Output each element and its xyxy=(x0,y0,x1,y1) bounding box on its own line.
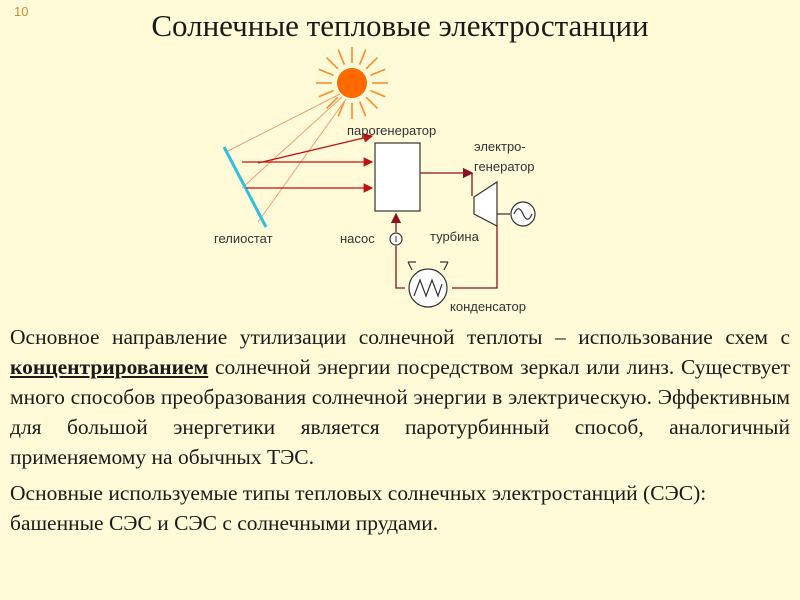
label-condenser: конденсатор xyxy=(450,299,526,314)
turbine xyxy=(473,180,498,227)
sun-ray xyxy=(337,101,346,117)
slide-title: Солнечные тепловые электростанции xyxy=(151,8,649,43)
reflected-beams xyxy=(242,133,374,193)
label-generator-line1: электро- xyxy=(474,139,526,154)
para1-emphasis: концентрированием xyxy=(10,355,209,379)
electric-generator-icon xyxy=(510,201,536,227)
paragraph-main: Основное направление утилизации солнечно… xyxy=(10,322,790,472)
sun-ray xyxy=(365,56,379,70)
pipes xyxy=(390,167,498,289)
sun-ray xyxy=(370,68,386,77)
sun-icon xyxy=(316,47,388,119)
pump-icon xyxy=(389,232,403,246)
heliostat-mirror xyxy=(222,146,268,228)
incident-sun-rays xyxy=(225,93,347,223)
sun-ray xyxy=(325,56,339,70)
para1-start: Основное направление утилизации солнечно… xyxy=(10,325,790,349)
paragraph-types: Основные используемые типы тепловых солн… xyxy=(10,481,707,535)
sun-ray xyxy=(325,96,339,110)
label-generator-line2: генератор xyxy=(474,159,535,174)
body-text: Основное направление утилизации солнечно… xyxy=(10,322,790,538)
label-heliostat: гелиостат xyxy=(214,231,273,246)
sun-ray xyxy=(318,68,334,77)
para1-end: солнечной энергии посредством зеркал или… xyxy=(10,355,790,469)
sun-ray xyxy=(358,101,367,117)
sun-ray xyxy=(365,96,379,110)
slide-number: 10 xyxy=(14,4,29,19)
label-turbine: турбина xyxy=(430,229,480,244)
steam-generator xyxy=(374,142,421,212)
sun-ray xyxy=(318,89,334,98)
label-pump: насос xyxy=(340,231,375,246)
sun-ray xyxy=(358,49,367,65)
sun-ray xyxy=(370,89,386,98)
condenser-icon xyxy=(407,261,449,308)
label-steam-generator: парогенератор xyxy=(347,123,436,138)
sun-ray xyxy=(337,49,346,65)
solar-thermal-plant-diagram: парогенератор электро- генератор гелиост… xyxy=(214,47,536,314)
